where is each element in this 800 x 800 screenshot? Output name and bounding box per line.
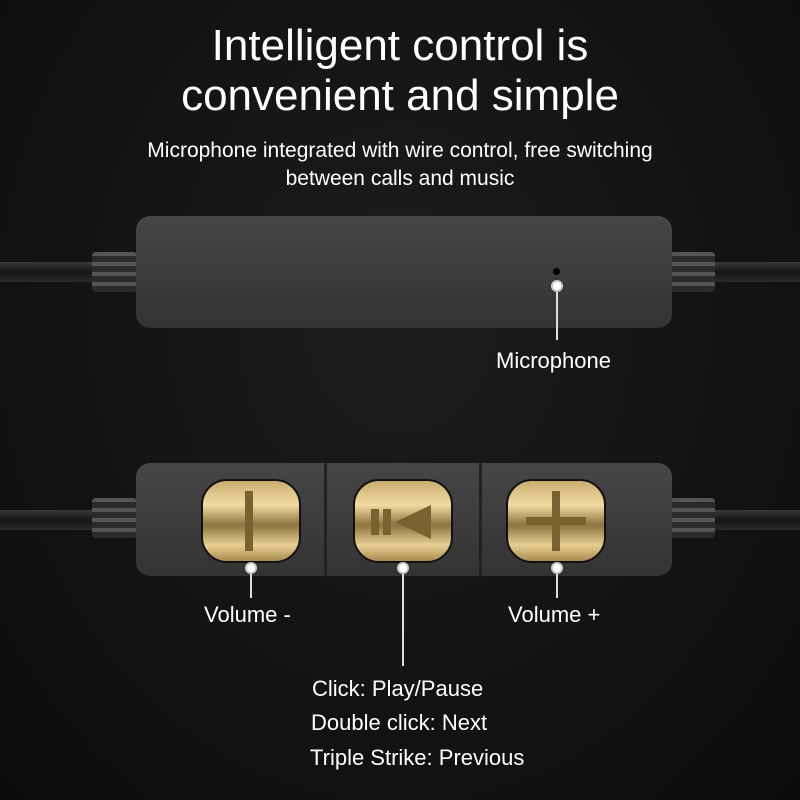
- play-pause-button[interactable]: [353, 479, 453, 563]
- volume-up-button[interactable]: [506, 479, 606, 563]
- strain-relief-left: [92, 252, 137, 292]
- divider: [324, 463, 327, 576]
- plus-icon-bar: [526, 517, 586, 525]
- play-pause-previous-icon: [371, 505, 431, 539]
- title-line-2: convenient and simple: [181, 71, 619, 120]
- callout-line: [556, 574, 558, 598]
- callout-dot: [551, 280, 563, 292]
- remote-top: [136, 216, 672, 328]
- microphone-hole-icon: [553, 268, 560, 275]
- subtitle-line-1: Microphone integrated with wire control,…: [147, 139, 653, 162]
- cable-right: [710, 510, 800, 530]
- minus-icon: [245, 491, 253, 551]
- callout-line: [250, 574, 252, 598]
- volume-down-label: Volume -: [204, 602, 291, 627]
- cable-left: [0, 262, 100, 282]
- title-line-1: Intelligent control is: [211, 21, 589, 70]
- volume-up-label: Volume +: [508, 602, 601, 627]
- function-click: Click: Play/Pause: [312, 676, 484, 701]
- remote-bottom: [136, 463, 672, 576]
- microphone-label: Microphone: [496, 348, 611, 373]
- function-double-click: Double click: Next: [311, 710, 488, 735]
- callout-dot: [245, 562, 257, 574]
- divider: [479, 463, 482, 576]
- callout-line: [556, 292, 558, 340]
- function-triple-click: Triple Strike: Previous: [310, 745, 525, 770]
- volume-down-button[interactable]: [201, 479, 301, 563]
- callout-line: [402, 574, 404, 666]
- cable-left: [0, 510, 100, 530]
- cable-right: [710, 262, 800, 282]
- callout-dot: [397, 562, 409, 574]
- strain-relief-right: [670, 498, 715, 538]
- callout-dot: [551, 562, 563, 574]
- strain-relief-right: [670, 252, 715, 292]
- strain-relief-left: [92, 498, 137, 538]
- subtitle-line-2: between calls and music: [285, 167, 515, 190]
